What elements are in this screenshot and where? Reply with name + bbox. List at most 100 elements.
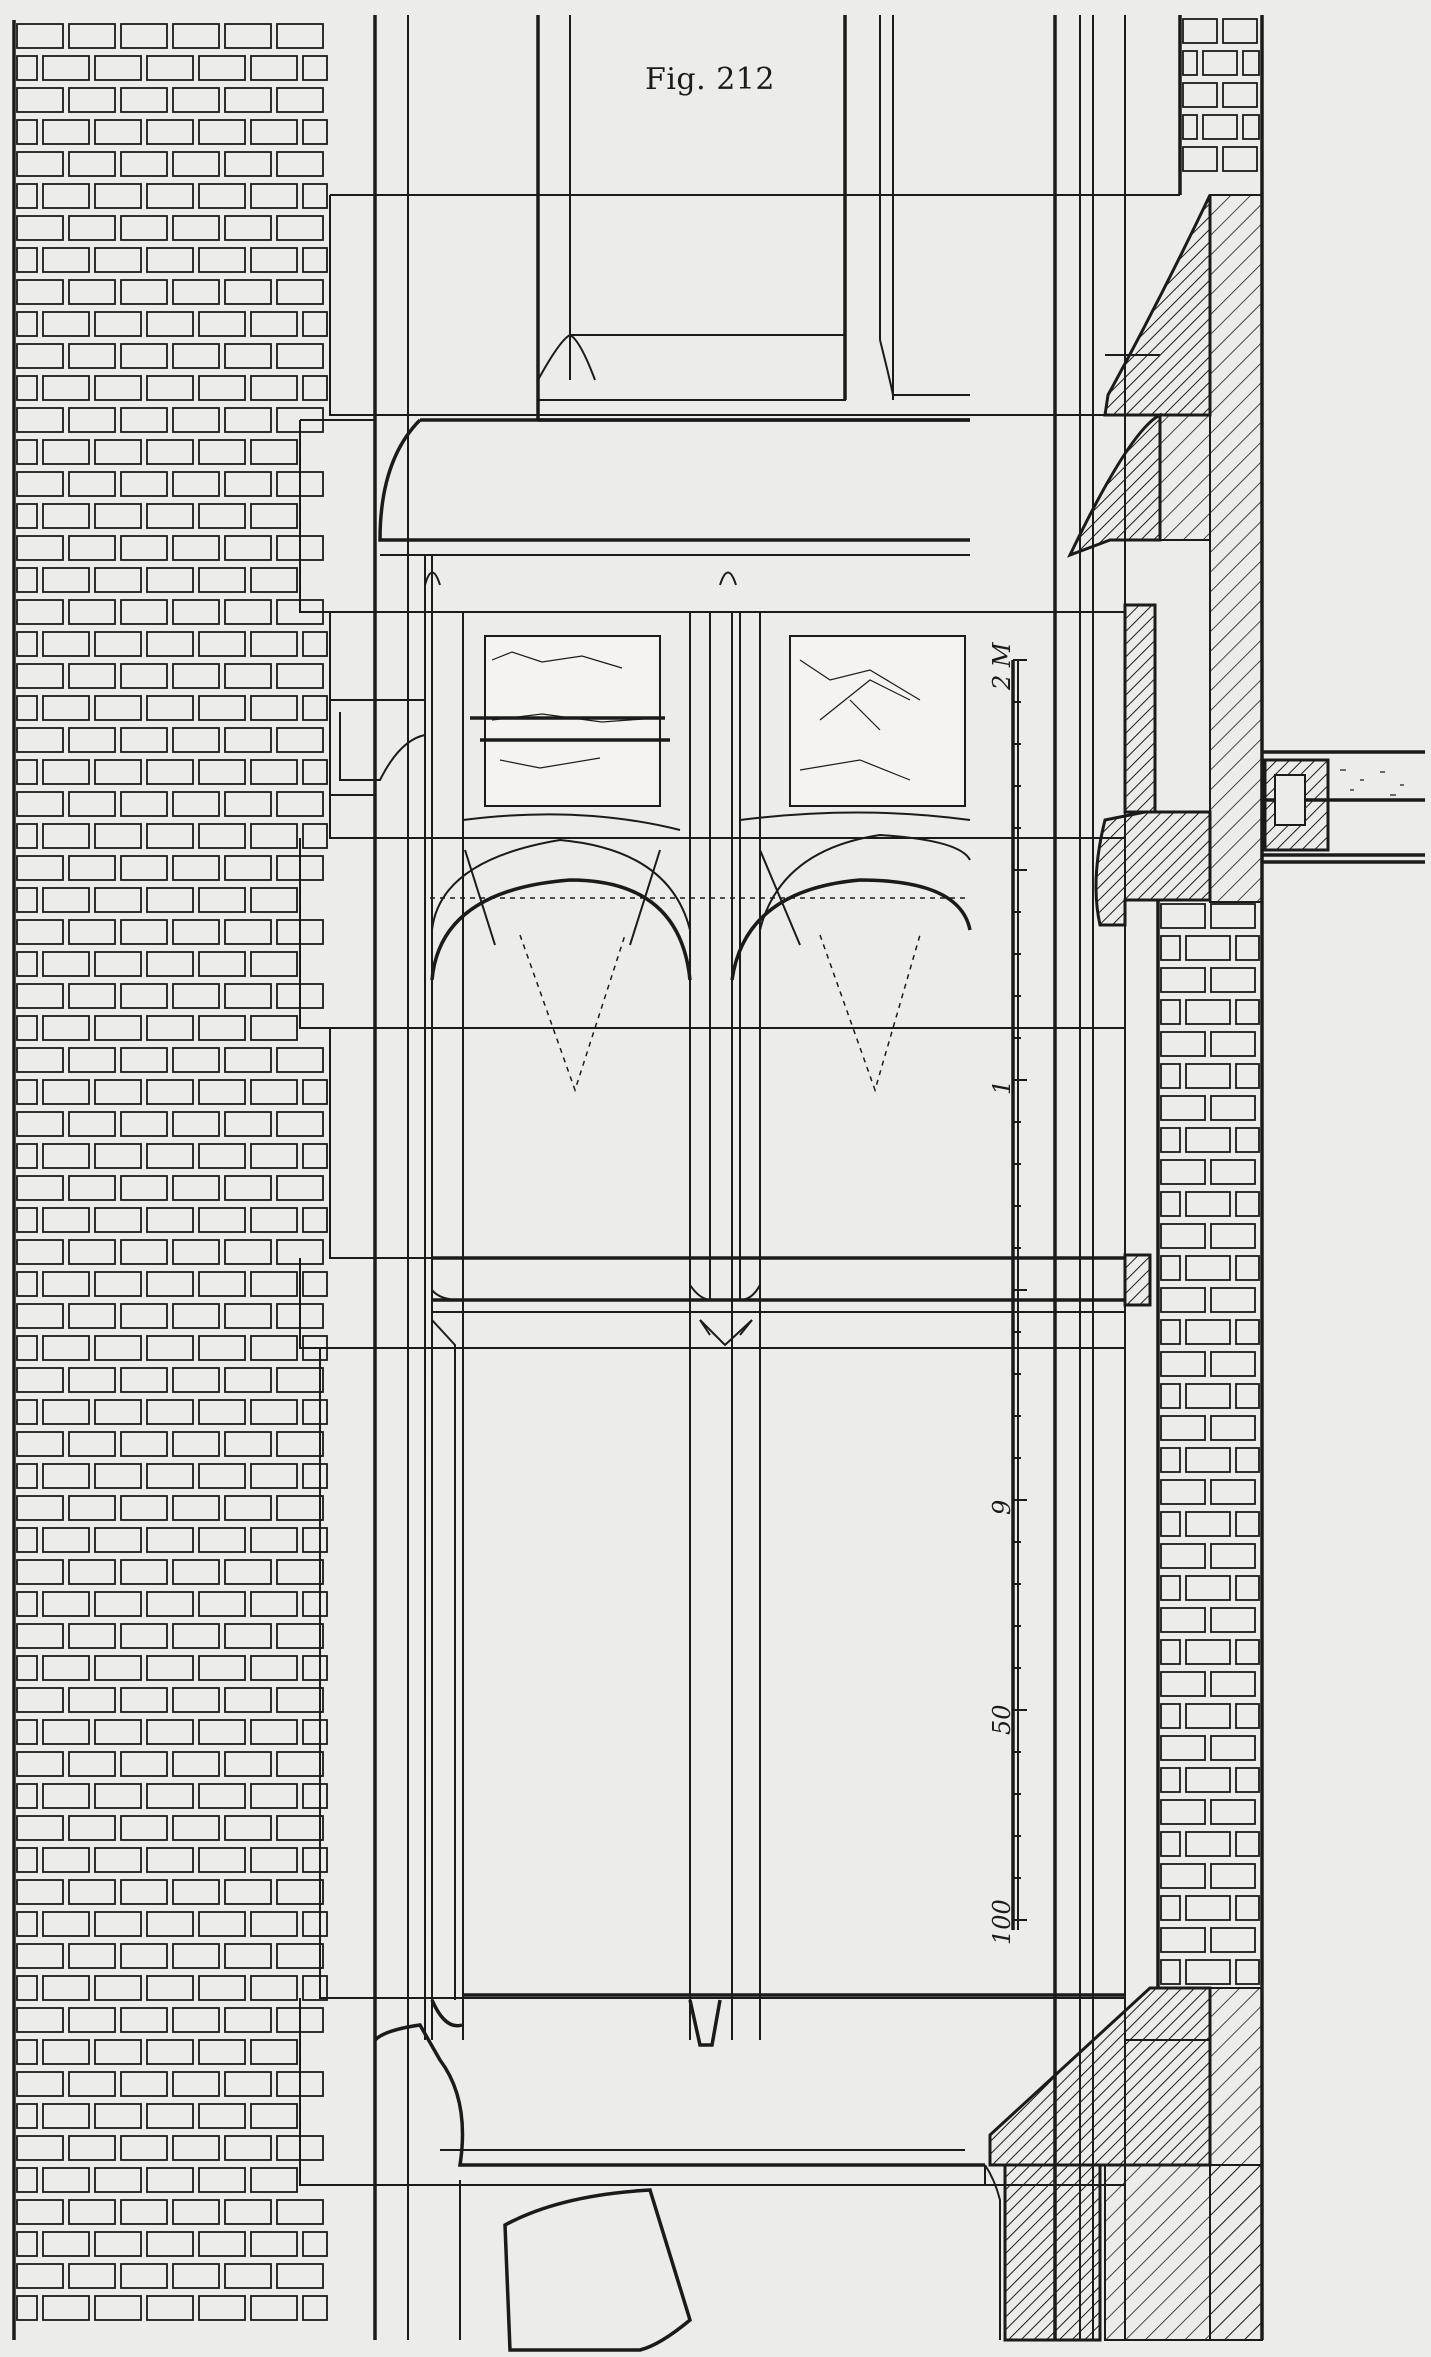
- right-wall-upper-brick: [1182, 50, 1198, 76]
- left-wall-brick: [16, 1143, 38, 1169]
- left-wall-brick: [172, 727, 220, 753]
- right-wall-middle-brick: [1210, 1863, 1256, 1889]
- left-wall-brick: [120, 1303, 168, 1329]
- left-wall-brick: [224, 1943, 272, 1969]
- left-wall-brick: [16, 1239, 64, 1265]
- left-wall-brick: [16, 1495, 64, 1521]
- left-wall-brick: [94, 631, 142, 657]
- left-wall-brick: [276, 215, 324, 241]
- left-wall-brick: [120, 1623, 168, 1649]
- right-wall-upper-brick: [1202, 114, 1238, 140]
- left-wall-brick: [120, 791, 168, 817]
- left-wall-brick: [16, 919, 64, 945]
- left-wall-brick: [94, 1655, 142, 1681]
- left-wall-brick: [120, 1111, 168, 1137]
- bottom-sill: [373, 2023, 986, 2352]
- left-wall-brick: [120, 919, 168, 945]
- right-wall-upper-brick: [1182, 114, 1198, 140]
- left-wall-brick: [42, 887, 90, 913]
- left-wall-brick: [16, 2103, 38, 2129]
- left-wall-brick: [198, 1527, 246, 1553]
- left-wall-brick: [16, 1527, 38, 1553]
- right-wall-middle-brick: [1235, 1703, 1260, 1729]
- right-wall-middle-brick: [1160, 935, 1181, 961]
- right-wall-upper-brick: [1242, 50, 1260, 76]
- right-wall-middle-brick: [1185, 1511, 1231, 1537]
- left-wall-brick: [68, 727, 116, 753]
- left-wall-brick: [276, 663, 324, 689]
- left-wall-brick: [198, 695, 246, 721]
- left-wall-brick: [42, 1399, 90, 1425]
- left-wall-brick: [94, 759, 142, 785]
- left-wall-brick: [16, 663, 64, 689]
- left-wall-brick: [68, 23, 116, 49]
- left-wall-brick: [94, 951, 142, 977]
- left-wall-brick: [16, 247, 38, 273]
- left-wall-brick: [16, 1719, 38, 1745]
- left-wall-brick: [302, 1655, 328, 1681]
- left-wall-brick: [16, 1207, 38, 1233]
- right-wall-middle-brick: [1160, 967, 1206, 993]
- left-wall-brick: [16, 727, 64, 753]
- left-wall-brick: [42, 1271, 90, 1297]
- left-wall-brick: [146, 2231, 194, 2257]
- left-wall-brick: [198, 2103, 246, 2129]
- left-wall-brick: [16, 439, 38, 465]
- right-wall-middle-brick: [1210, 903, 1256, 929]
- left-wall-brick: [120, 87, 168, 113]
- left-wall-brick: [146, 1335, 194, 1361]
- left-wall-brick: [172, 1815, 220, 1841]
- left-wall-brick: [198, 1911, 246, 1937]
- left-wall-brick: [198, 631, 246, 657]
- right-wall-middle-brick: [1160, 1703, 1181, 1729]
- left-wall-brick: [302, 1207, 328, 1233]
- left-wall-brick: [120, 1495, 168, 1521]
- right-wall-middle-brick: [1160, 1319, 1181, 1345]
- right-wall-middle-brick: [1185, 1831, 1231, 1857]
- left-wall-brick: [302, 1463, 328, 1489]
- left-wall-brick: [94, 567, 142, 593]
- left-wall-brick: [172, 343, 220, 369]
- right-wall-middle-brick: [1235, 935, 1260, 961]
- left-wall-brick: [16, 503, 38, 529]
- left-wall-brick: [198, 311, 246, 337]
- left-wall-brick: [224, 2007, 272, 2033]
- left-wall-brick: [16, 1847, 38, 1873]
- right-wall-middle-brick: [1160, 1799, 1206, 1825]
- left-wall-brick: [224, 1815, 272, 1841]
- left-wall-brick: [94, 1015, 142, 1041]
- right-wall-middle-brick: [1185, 1063, 1231, 1089]
- left-wall-brick: [302, 695, 328, 721]
- left-wall-brick: [68, 1879, 116, 1905]
- left-wall-brick: [42, 2295, 90, 2321]
- left-wall-brick: [16, 1783, 38, 1809]
- left-wall-brick: [16, 951, 38, 977]
- right-wall-upper-brick: [1182, 82, 1218, 108]
- left-wall-brick: [198, 1847, 246, 1873]
- left-wall-brick: [42, 247, 90, 273]
- right-wall-middle-brick: [1210, 1095, 1256, 1121]
- right-wall-middle-brick: [1210, 1799, 1256, 1825]
- left-wall-brick: [42, 2103, 90, 2129]
- scale-label-100: 100: [988, 1899, 1016, 1945]
- right-wall-middle-brick: [1235, 1895, 1260, 1921]
- left-wall-brick: [198, 823, 246, 849]
- left-wall-brick: [120, 343, 168, 369]
- right-wall-middle-brick: [1160, 999, 1181, 1025]
- left-wall-brick: [224, 2199, 272, 2225]
- left-wall-brick: [224, 919, 272, 945]
- right-wall-middle-brick: [1185, 1127, 1231, 1153]
- right-wall-middle-brick: [1210, 1927, 1256, 1953]
- left-wall-brick: [68, 663, 116, 689]
- left-wall-brick: [16, 1175, 64, 1201]
- left-wall-brick: [68, 983, 116, 1009]
- right-wall-middle-brick: [1235, 1575, 1260, 1601]
- left-wall-brick: [172, 2263, 220, 2289]
- left-wall-brick: [302, 1143, 328, 1169]
- left-wall-brick: [16, 1751, 64, 1777]
- left-wall-brick: [198, 2295, 246, 2321]
- left-wall-brick: [198, 439, 246, 465]
- left-wall-brick: [250, 951, 298, 977]
- left-wall-brick: [276, 1431, 324, 1457]
- right-wall-middle-brick: [1185, 935, 1231, 961]
